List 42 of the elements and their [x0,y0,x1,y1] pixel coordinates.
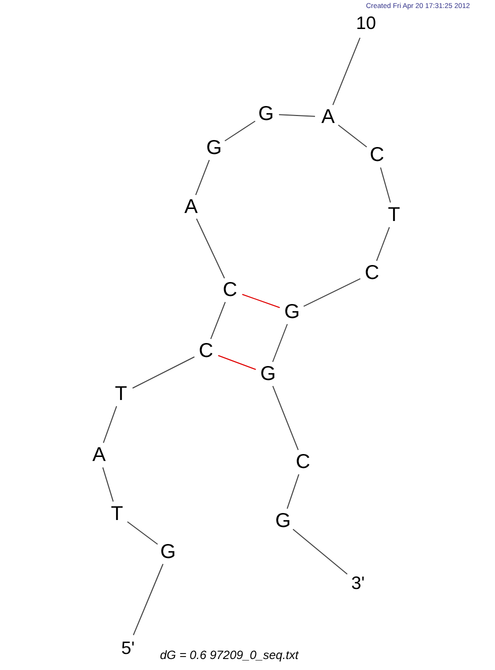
base-pair-line [218,355,256,370]
backbone-line [338,124,368,148]
end-label: 5' [121,637,135,659]
nucleotide-label: G [206,137,222,159]
backbone-line [224,120,256,142]
nucleotide-label: C [296,451,310,473]
backbone-line [102,466,114,502]
backbone-line [196,218,225,279]
nucleotide-label: G [160,541,176,563]
backbone-line [126,521,158,545]
nucleotide-label: A [321,106,335,128]
nucleotide-label: C [222,279,238,301]
nucleotide-label: T [114,383,128,405]
caption: dG = 0.6 97209_0_seq.txt [160,648,298,662]
backbone-line [278,114,316,117]
nucleotide-label: C [198,340,214,362]
backbone-line [195,160,210,196]
backbone-line [332,37,360,106]
backbone-line [272,324,288,362]
nucleotide-label: C [370,144,384,166]
nucleotide-label: A [184,196,198,218]
backbone-line [132,356,195,389]
nucleotide-label: C [364,262,380,284]
nucleotide-label: G [284,301,300,323]
nucleotide-label: A [92,444,106,466]
backbone-line [102,406,118,444]
backbone-line [292,528,348,575]
nucleotide-label: T [110,503,124,525]
end-label: 10 [356,12,376,34]
backbone-line [376,226,390,262]
nucleotide-label: T [388,204,400,226]
base-pair-line [242,294,280,308]
backbone-line [303,278,361,307]
nucleotide-label: G [258,103,274,125]
end-label: 3' [351,572,365,594]
backbone-line [380,167,391,203]
backbone-line [272,386,299,450]
backbone-line [286,474,300,510]
backbone-line [210,302,226,340]
backbone-line [132,564,164,636]
nucleotide-label: G [275,510,291,532]
nucleotide-label: G [260,363,276,385]
